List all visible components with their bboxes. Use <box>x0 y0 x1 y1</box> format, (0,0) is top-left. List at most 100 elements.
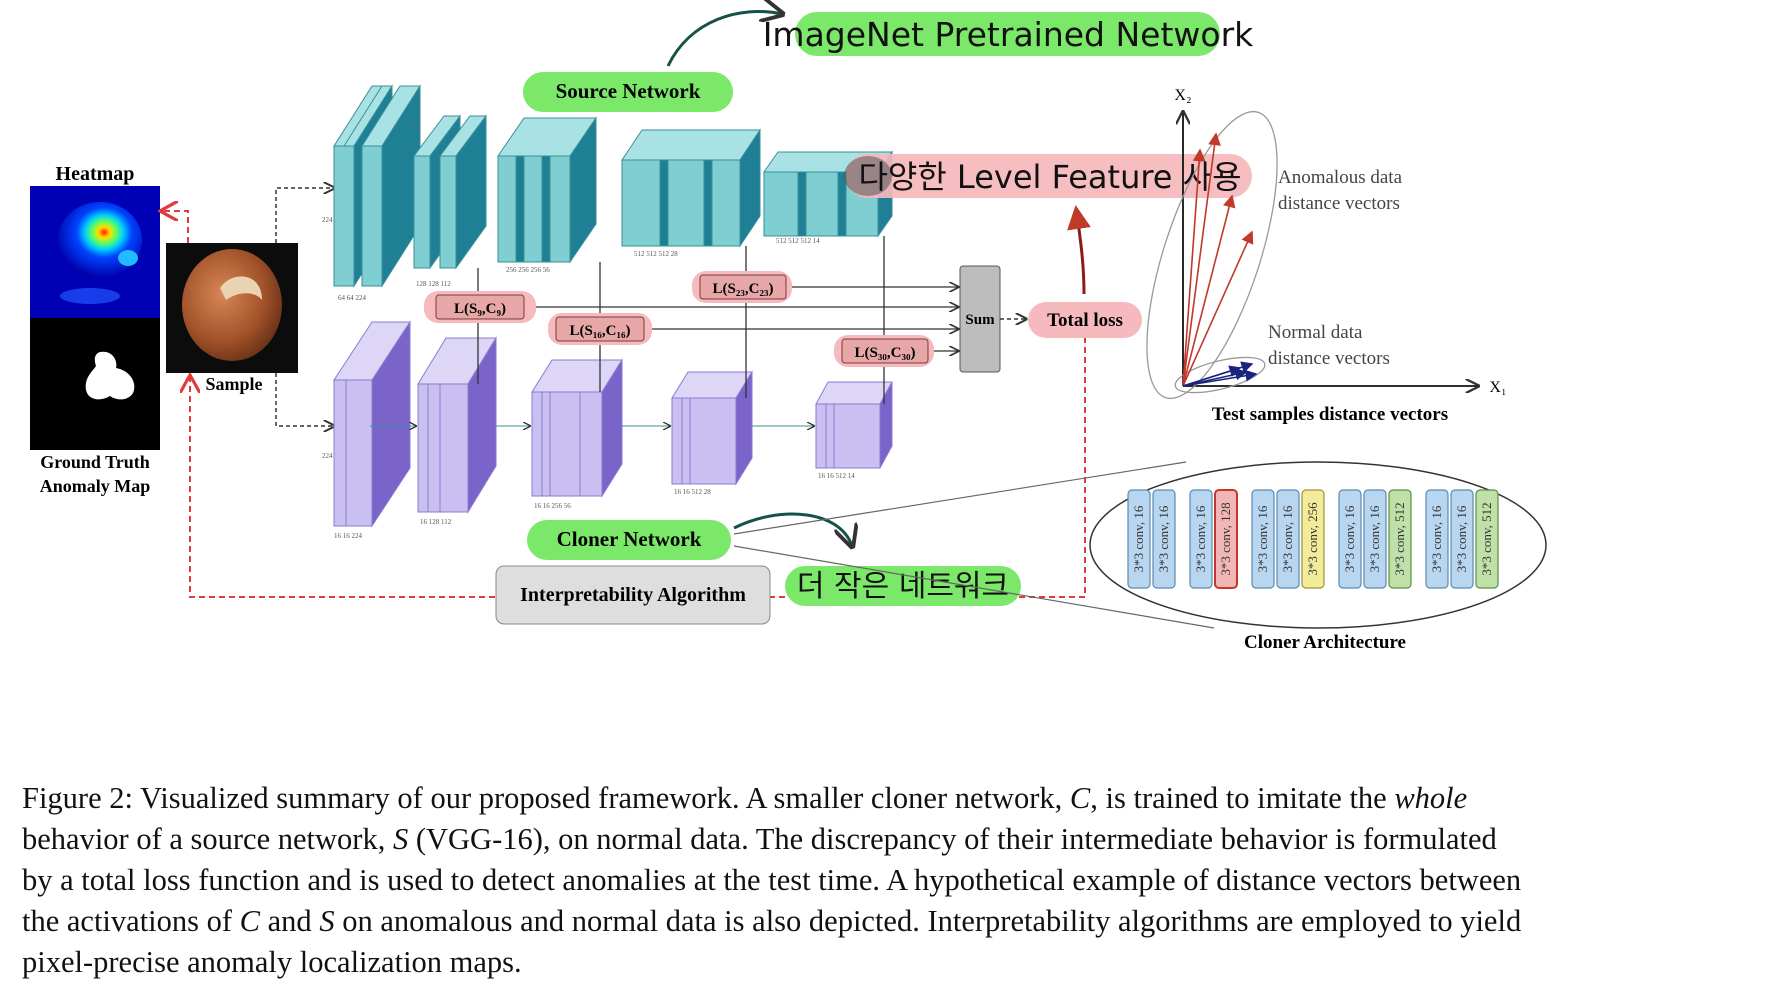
imagenet-arrow <box>666 12 782 67</box>
normal-label-line1: Normal data <box>1268 322 1363 343</box>
interpretability-label: Interpretability Algorithm <box>520 584 746 606</box>
sample-crack <box>220 276 262 300</box>
cloner-block-2 <box>417 336 497 514</box>
figure-caption: Figure 2: Visualized summary of our prop… <box>22 778 1762 983</box>
cloner-layer-label: 3*3 conv, 512 <box>1392 502 1407 575</box>
cloner-block-1 <box>333 320 411 528</box>
level-feature-shadow <box>844 156 892 196</box>
smaller-network-highlight <box>785 566 1021 606</box>
anomalous-label-line2: distance vectors <box>1278 193 1400 214</box>
loss-9: L(S₉,C₉) <box>454 301 506 317</box>
test-samples-label: Test samples distance vectors <box>1212 404 1448 425</box>
axis-x2-label: X₂ <box>1174 87 1191 104</box>
imagenet-highlight <box>795 12 1220 56</box>
cloner-layer-label: 3*3 conv, 16 <box>1342 505 1357 572</box>
cloner-layer-label: 3*3 conv, 16 <box>1280 505 1295 572</box>
cloner-layer-box <box>1127 489 1151 589</box>
total-loss-label: Total loss <box>1047 310 1123 331</box>
normal-vector-4 <box>1182 369 1258 387</box>
cloner-layer-label: 3*3 conv, 128 <box>1218 502 1233 575</box>
level-feature-label: 다양한 Level Feature 사용 <box>858 158 1241 196</box>
ground-truth-label-line1: Ground Truth <box>40 452 150 472</box>
cloner-network-pill <box>527 520 731 560</box>
sample-to-cloner-arrow <box>275 373 334 426</box>
caption-line-4: the activations of C and S on anomalous … <box>22 904 1522 938</box>
cloner-layer-box <box>1276 489 1300 589</box>
distance-plot: X₂ X₁ Anomalous data distance vectors No… <box>1146 87 1507 425</box>
sample-label: Sample <box>205 374 262 394</box>
source-block-3 <box>497 116 597 264</box>
cloner-block-4 <box>671 370 753 486</box>
ground-truth-label-line2: Anomaly Map <box>40 476 151 496</box>
loss-boxes: L(S₉,C₉) L(S₁₆,C₁₆) L(S₂₃,C₂₃) L(S₃₀,C₃₀… <box>424 271 934 367</box>
total-loss-up-arrow <box>1067 205 1091 295</box>
sample-to-heatmap-arrow <box>162 211 189 243</box>
source-block-2 <box>413 114 487 270</box>
source-dim-0: 224 <box>322 216 333 224</box>
ground-truth-blob <box>85 351 135 400</box>
cloner-layer-box <box>1189 489 1213 589</box>
cloner-network-blocks <box>333 320 893 528</box>
loss-30: L(S₃₀,C₃₀) <box>855 345 916 361</box>
caption-line-1: Figure 2: Visualized summary of our prop… <box>22 781 1468 815</box>
cloner-dim-1: 16 16 224 <box>334 532 363 540</box>
level-feature-highlight <box>846 154 1252 198</box>
anomalous-ellipse <box>1146 110 1278 400</box>
zoom-line-bottom <box>733 545 1215 629</box>
cloner-layer-box <box>1301 489 1325 589</box>
source-network-pill <box>523 72 733 112</box>
normal-vector-3 <box>1182 365 1242 387</box>
source-dim-1: 64 64 224 <box>338 294 367 302</box>
sample-hazelnut <box>182 249 282 361</box>
source-block-4 <box>621 128 761 248</box>
cloner-block-5 <box>815 381 893 469</box>
cloner-layer-label: 3*3 conv, 16 <box>1429 505 1444 572</box>
heatmap-hot-spot <box>58 202 142 278</box>
cloner-layer-label: 3*3 conv, 16 <box>1255 505 1270 572</box>
interpretability-loop-arrow <box>190 337 1086 598</box>
source-network-label: Source Network <box>556 79 701 103</box>
cloner-layer-box <box>1363 489 1387 589</box>
source-dim-5: 512 512 512 14 <box>776 237 820 245</box>
cloner-architecture-label: Cloner Architecture <box>1244 632 1406 653</box>
cloner-layer-box <box>1214 489 1238 589</box>
sample-to-source-arrow <box>275 188 334 243</box>
anomalous-vector-2 <box>1182 194 1236 387</box>
cloner-layer-box <box>1152 489 1176 589</box>
heatmap-hot-tail <box>118 250 138 266</box>
anomalous-vector-4 <box>1182 148 1206 387</box>
heatmap-faint-spot <box>60 288 120 304</box>
anomalous-label-line1: Anomalous data <box>1278 167 1403 188</box>
cloner-layer-box <box>1338 489 1362 589</box>
cloner-layer-box <box>1388 489 1412 589</box>
cloner-layer-box <box>1450 489 1474 589</box>
normal-label-line2: distance vectors <box>1268 348 1390 369</box>
cloner-layer-label: 3*3 conv, 256 <box>1305 502 1320 576</box>
smaller-network-label: 더 작은 네트워크 <box>797 569 1009 604</box>
cloner-dim-0: 224 <box>322 452 333 460</box>
imagenet-label: ImageNet Pretrained Network <box>763 15 1254 54</box>
anomalous-vector-1 <box>1182 132 1221 387</box>
cloner-block-3 <box>531 358 623 498</box>
caption-line-5: pixel-precise anomaly localization maps. <box>22 945 522 979</box>
cloner-layer-box <box>1425 489 1449 589</box>
source-dim-3: 256 256 256 56 <box>506 266 550 274</box>
axis-x1-label: X₁ <box>1489 379 1506 396</box>
source-dim-2: 128 128 112 <box>416 280 451 288</box>
cloner-layer-label: 3*3 conv, 16 <box>1131 505 1146 572</box>
cloner-layer-label: 3*3 conv, 16 <box>1193 505 1208 572</box>
caption-line-3: by a total loss function and is used to … <box>22 863 1522 897</box>
cloner-layer-label: 3*3 conv, 16 <box>1367 505 1382 572</box>
source-dim-4: 512 512 512 28 <box>634 250 678 258</box>
normal-ellipse <box>1174 356 1266 394</box>
anomalous-vector-3 <box>1182 230 1254 387</box>
cloner-layer-label: 3*3 conv, 512 <box>1479 502 1494 575</box>
total-loss-pill <box>1028 302 1142 338</box>
cloner-network-arrow <box>733 512 852 546</box>
cloner-network-label: Cloner Network <box>557 527 702 551</box>
caption-line-2: behavior of a source network, S (VGG-16)… <box>22 822 1497 856</box>
cloner-layer-box <box>1475 489 1499 589</box>
source-network-blocks <box>333 84 893 288</box>
interpretability-box <box>495 565 771 625</box>
